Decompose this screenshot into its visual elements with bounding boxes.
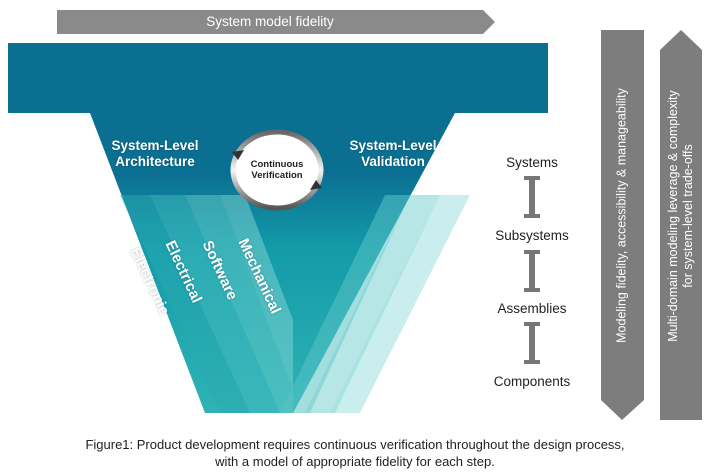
- level-components: Components: [493, 374, 571, 389]
- level-subsystems: Subsystems: [495, 228, 569, 243]
- up-arrow-label-line1: Multi-domain modeling leverage & complex…: [666, 90, 680, 342]
- domain-stripes: [120, 195, 293, 413]
- right-label-line1: System-Level: [349, 138, 437, 153]
- validation-stripes: [280, 195, 470, 413]
- continuous-verification-ring: [230, 129, 324, 211]
- figure-caption: Figure1: Product development requires co…: [0, 436, 710, 470]
- v-shape: [8, 43, 548, 413]
- cycle-arrow-icon: [232, 150, 244, 160]
- up-arrow: [660, 30, 702, 420]
- center-label-line2: Verification: [251, 170, 303, 181]
- level-assemblies: Assemblies: [497, 301, 567, 316]
- right-label-line2: Validation: [361, 154, 425, 169]
- left-label-line1: System-Level: [111, 138, 199, 153]
- up-arrow-label: Multi-domain modeling leverage & complex…: [666, 36, 696, 396]
- down-arrow-label: Modeling fidelity, accessibility & manag…: [614, 88, 629, 343]
- center-label: Continuous Verification: [240, 159, 314, 181]
- left-label-line2: Architecture: [115, 154, 195, 169]
- right-label: System-Level Validation: [338, 138, 448, 170]
- level-systems: Systems: [506, 155, 558, 170]
- caption-line2: with a model of appropriate fidelity for…: [215, 454, 495, 469]
- left-label: System-Level Architecture: [100, 138, 210, 170]
- center-label-line1: Continuous: [250, 159, 304, 170]
- cycle-arrow-icon: [310, 180, 322, 190]
- fidelity-arrow: [57, 10, 495, 34]
- fidelity-arrow-label: System model fidelity: [206, 14, 334, 29]
- level-connectors: [524, 176, 540, 364]
- down-arrow: [601, 30, 644, 420]
- up-arrow-label-line2: for system-level trade-offs: [681, 144, 695, 288]
- caption-line1: Figure1: Product development requires co…: [85, 437, 625, 452]
